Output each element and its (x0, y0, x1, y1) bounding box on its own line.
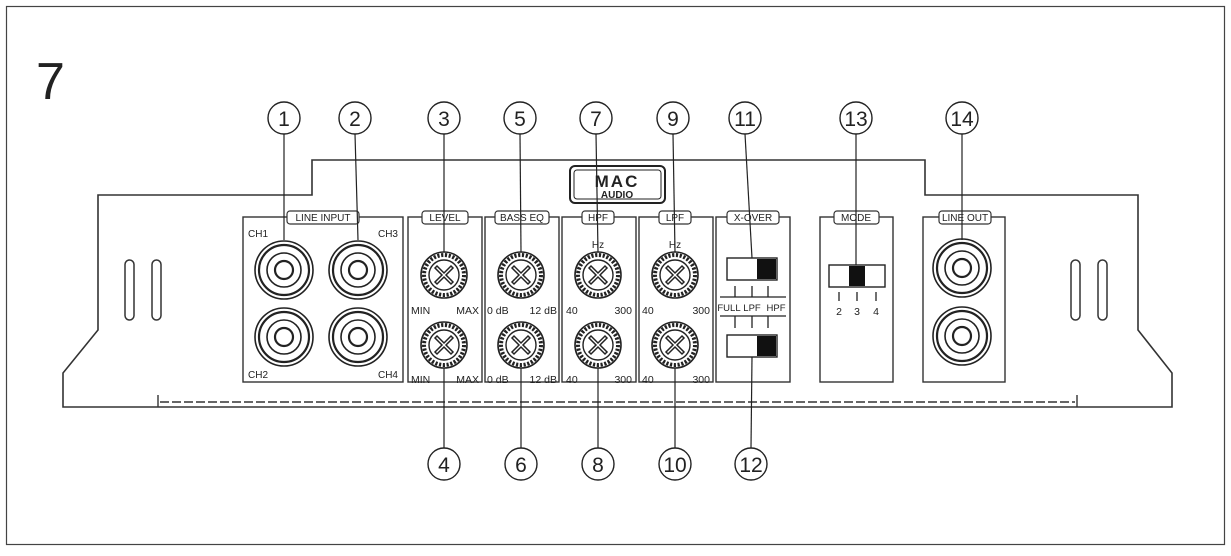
ch1-label: CH1 (248, 229, 268, 240)
rca-input-ch2[interactable] (253, 306, 315, 368)
bass-eq-knob-2[interactable] (496, 320, 546, 370)
callouts-top: 1 2 3 5 7 9 11 13 14 (267, 101, 979, 135)
right-vents (1070, 259, 1108, 321)
ch2-label: CH2 (248, 370, 268, 381)
hpf-knob-2[interactable] (573, 320, 623, 370)
callout-10: 10 (663, 454, 686, 477)
mode-position-ticks (838, 292, 877, 301)
lpf-high-1: 300 (692, 305, 710, 317)
line-out-title: LINE OUT (942, 213, 988, 224)
mode-opt-4: 4 (873, 306, 879, 318)
callout-5: 5 (514, 108, 526, 131)
bass-eq-high-2: 12 dB (530, 374, 557, 386)
level-knob-2[interactable] (419, 320, 469, 370)
xover-title: X-OVER (734, 213, 772, 224)
hpf-low-2: 40 (566, 374, 578, 386)
callout-13: 13 (844, 108, 867, 131)
hpf-high-1: 300 (614, 305, 632, 317)
level-max-1: MAX (456, 305, 479, 317)
callout-14: 14 (950, 108, 974, 131)
line-input-title: LINE INPUT (295, 213, 350, 224)
logo-text-mac: MAC (595, 172, 640, 191)
callout-9: 9 (667, 108, 679, 131)
ch3-label: CH3 (378, 229, 398, 240)
callout-7: 7 (590, 108, 602, 131)
hpf-knob-1[interactable] (573, 250, 623, 300)
callouts-bottom: 4 6 8 10 12 (427, 447, 768, 481)
xover-hpf-label: HPF (767, 303, 786, 314)
level-knob-1[interactable] (419, 250, 469, 300)
mac-audio-logo: MAC AUDIO (569, 165, 666, 204)
bass-eq-title: BASS EQ (500, 213, 544, 224)
xover-position-ticks (720, 286, 786, 328)
callout-12: 12 (739, 454, 762, 477)
callout-11: 11 (734, 108, 756, 131)
callout-4: 4 (438, 454, 450, 477)
ch4-label: CH4 (378, 370, 398, 381)
bass-eq-low-1: 0 dB (487, 305, 509, 317)
bass-eq-low-2: 0 dB (487, 374, 509, 386)
rca-input-ch4[interactable] (327, 306, 389, 368)
callout-6: 6 (515, 454, 527, 477)
rca-input-ch3[interactable] (327, 239, 389, 301)
rca-input-ch1[interactable] (253, 239, 315, 301)
callout-3: 3 (438, 108, 450, 131)
left-vents (124, 259, 162, 321)
level-max-2: MAX (456, 374, 479, 386)
logo-text-audio: AUDIO (601, 190, 633, 201)
callout-1: 1 (278, 108, 290, 131)
xover-full-label: FULL (717, 303, 740, 314)
rca-line-out-2[interactable] (931, 305, 993, 367)
level-min-2: MIN (411, 374, 430, 386)
lpf-knob-2[interactable] (650, 320, 700, 370)
xover-switch-1[interactable] (726, 257, 778, 281)
level-min-1: MIN (411, 305, 430, 317)
xover-switch-2[interactable] (726, 334, 778, 358)
callout-2: 2 (349, 108, 361, 131)
lpf-low-1: 40 (642, 305, 654, 317)
callout-leader-lines (283, 133, 963, 449)
mode-opt-3: 3 (854, 306, 860, 318)
mode-switch[interactable] (828, 264, 886, 288)
figure-number: 7 (36, 53, 65, 111)
lpf-low-2: 40 (642, 374, 654, 386)
hpf-low-1: 40 (566, 305, 578, 317)
bass-eq-high-1: 12 dB (530, 305, 557, 317)
bass-eq-knob-1[interactable] (496, 250, 546, 300)
callout-8: 8 (592, 454, 604, 477)
hpf-high-2: 300 (614, 374, 632, 386)
lpf-knob-1[interactable] (650, 250, 700, 300)
level-title: LEVEL (429, 213, 461, 224)
lpf-high-2: 300 (692, 374, 710, 386)
xover-lpf-label: LPF (743, 303, 761, 314)
rca-line-out-1[interactable] (931, 237, 993, 299)
mode-opt-2: 2 (836, 306, 842, 318)
